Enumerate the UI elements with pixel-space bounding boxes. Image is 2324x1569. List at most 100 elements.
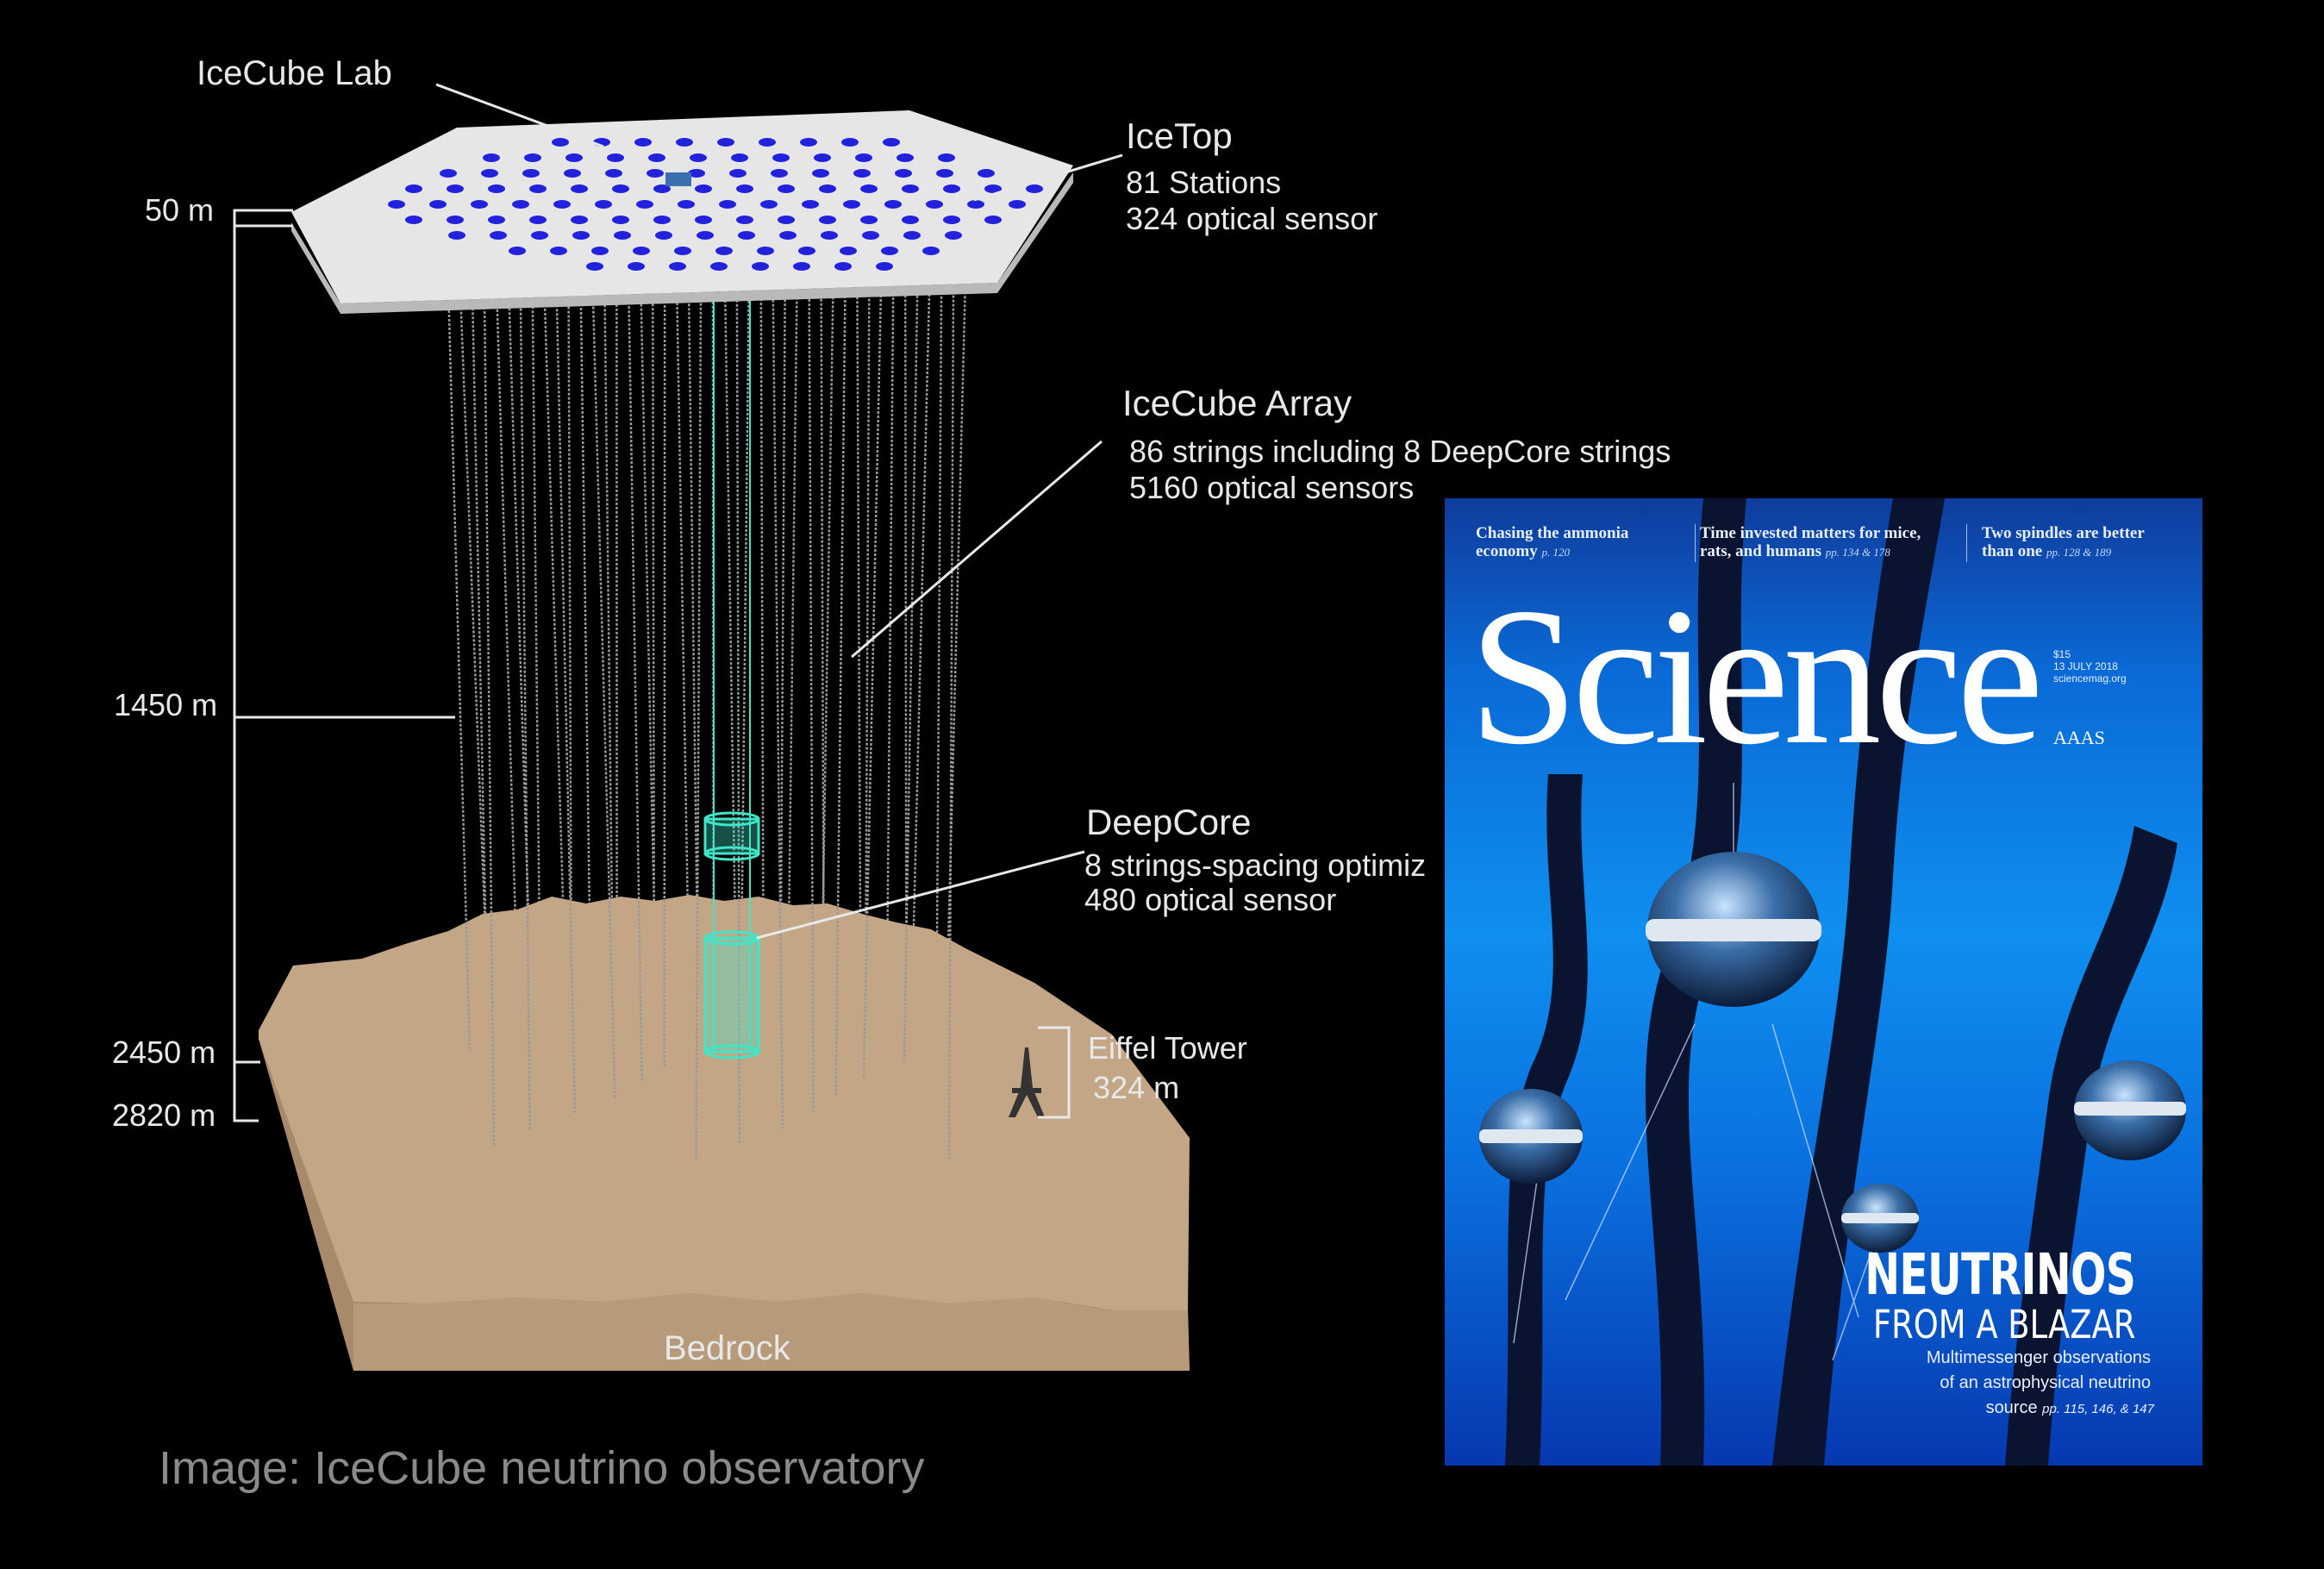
station-dot — [695, 216, 712, 224]
station-dot — [605, 169, 622, 178]
station-dot — [1026, 184, 1043, 193]
eiffel-title: Eiffel Tower — [1088, 1030, 1247, 1066]
station-dot — [717, 138, 734, 147]
station-dot — [529, 216, 547, 224]
station-dot — [759, 138, 776, 147]
station-dot — [522, 169, 540, 178]
station-dot — [612, 216, 629, 224]
station-dot — [564, 169, 581, 178]
station-dot — [648, 153, 665, 162]
teaser-3: Two spindles are better than one pp. 128… — [1982, 524, 2145, 560]
station-dot — [488, 216, 505, 224]
station-dot — [984, 216, 1002, 224]
detector-string — [591, 280, 616, 1099]
eiffel-bracket — [1038, 1026, 1071, 1119]
icetop-stations-text: 81 Stations — [1126, 165, 1281, 200]
station-dot — [628, 262, 645, 271]
station-dot — [634, 138, 652, 147]
array-strings-text: 86 strings including 8 DeepCore strings — [1129, 434, 1671, 469]
detector-string — [903, 291, 919, 1064]
eiffel-tower-icon — [1009, 1047, 1045, 1117]
depth-2820m: 2820 m — [112, 1097, 216, 1133]
detector-string — [447, 284, 472, 1053]
station-dot — [529, 184, 547, 193]
station-dot — [405, 216, 422, 224]
station-dot — [819, 184, 836, 193]
station-dot — [967, 200, 984, 209]
station-dot — [572, 231, 590, 240]
aaas-logo: AAAS — [2053, 727, 2105, 748]
station-dot — [814, 153, 831, 162]
depth-2450m: 2450 m — [112, 1035, 216, 1070]
station-dot — [936, 169, 953, 178]
detector-string — [759, 290, 765, 1097]
station-dot — [512, 200, 529, 209]
station-dot — [978, 169, 995, 178]
detector-string — [903, 286, 908, 1144]
cover-artwork — [1479, 498, 2186, 1466]
station-dot — [690, 153, 707, 162]
station-dot — [772, 153, 790, 162]
subhead-line-1: Multimessenger observations — [1926, 1348, 2151, 1367]
headline-from-a-blazar: FROM A BLAZAR — [1872, 1302, 2135, 1347]
eiffel-height: 324 m — [1093, 1070, 1179, 1105]
station-dot — [571, 184, 588, 193]
array-sensors-text: 5160 optical sensors — [1129, 470, 1414, 505]
station-dot — [876, 262, 893, 271]
station-dot — [1009, 200, 1026, 209]
station-dot — [565, 153, 583, 162]
station-dot — [653, 184, 671, 193]
station-dot — [881, 247, 898, 255]
station-dot — [800, 138, 817, 147]
icetop-title: IceTop — [1126, 116, 1233, 156]
detector-string — [834, 291, 847, 1097]
detector-string — [519, 282, 531, 1132]
detector-string — [862, 278, 883, 1080]
detector-strings — [459, 277, 967, 1164]
station-dot — [688, 169, 705, 178]
station-dot — [448, 231, 465, 240]
station-dot — [715, 247, 733, 255]
station-dot — [821, 231, 838, 240]
station-dot — [819, 216, 836, 224]
station-dot — [798, 247, 815, 255]
detector-string — [507, 278, 535, 1100]
detector-string — [778, 286, 786, 1161]
array-title: IceCube Array — [1122, 383, 1352, 423]
station-dot — [669, 262, 686, 271]
science-magazine-cover: Chasing the ammonia economy p. 120 Time … — [1445, 498, 2202, 1466]
detector-string — [908, 289, 931, 1096]
station-dot — [695, 184, 712, 193]
depth-50m: 50 m — [145, 192, 214, 228]
station-dot — [678, 200, 695, 209]
detector-string — [735, 278, 741, 1146]
detector-string — [808, 278, 815, 1113]
detector-strings-lower — [447, 278, 955, 1162]
station-dot — [614, 231, 631, 240]
detector-string — [531, 289, 543, 1164]
deepcore-cylinders — [703, 293, 760, 1060]
station-dot — [793, 262, 810, 271]
station-dot — [490, 231, 507, 240]
station-dot — [802, 200, 819, 209]
station-dot — [938, 153, 955, 162]
icecube-diagram: Bedrock 50 m 1450 m 2450 m 2820 m IceCub… — [112, 54, 1671, 1371]
detector-string — [884, 279, 895, 1112]
station-dot — [729, 169, 747, 178]
station-dot — [697, 231, 714, 240]
station-dot — [752, 262, 769, 271]
headline-neutrinos: NEUTRINOS — [1865, 1241, 2136, 1308]
station-dot — [926, 200, 943, 209]
subhead-line-3: source pp. 115, 146, & 147 — [1985, 1398, 2154, 1417]
teaser-1: Chasing the ammonia economy p. 120 — [1476, 524, 1629, 560]
detector-string — [640, 282, 660, 1115]
subhead-line-2: of an astrophysical neutrino — [1940, 1373, 2151, 1392]
station-dot — [902, 216, 919, 224]
station-dot — [405, 184, 422, 193]
station-dot — [710, 262, 728, 271]
station-dot — [902, 184, 919, 193]
station-dot — [945, 231, 962, 240]
station-dot — [760, 200, 778, 209]
station-dot — [731, 153, 748, 162]
station-dot — [736, 184, 753, 193]
